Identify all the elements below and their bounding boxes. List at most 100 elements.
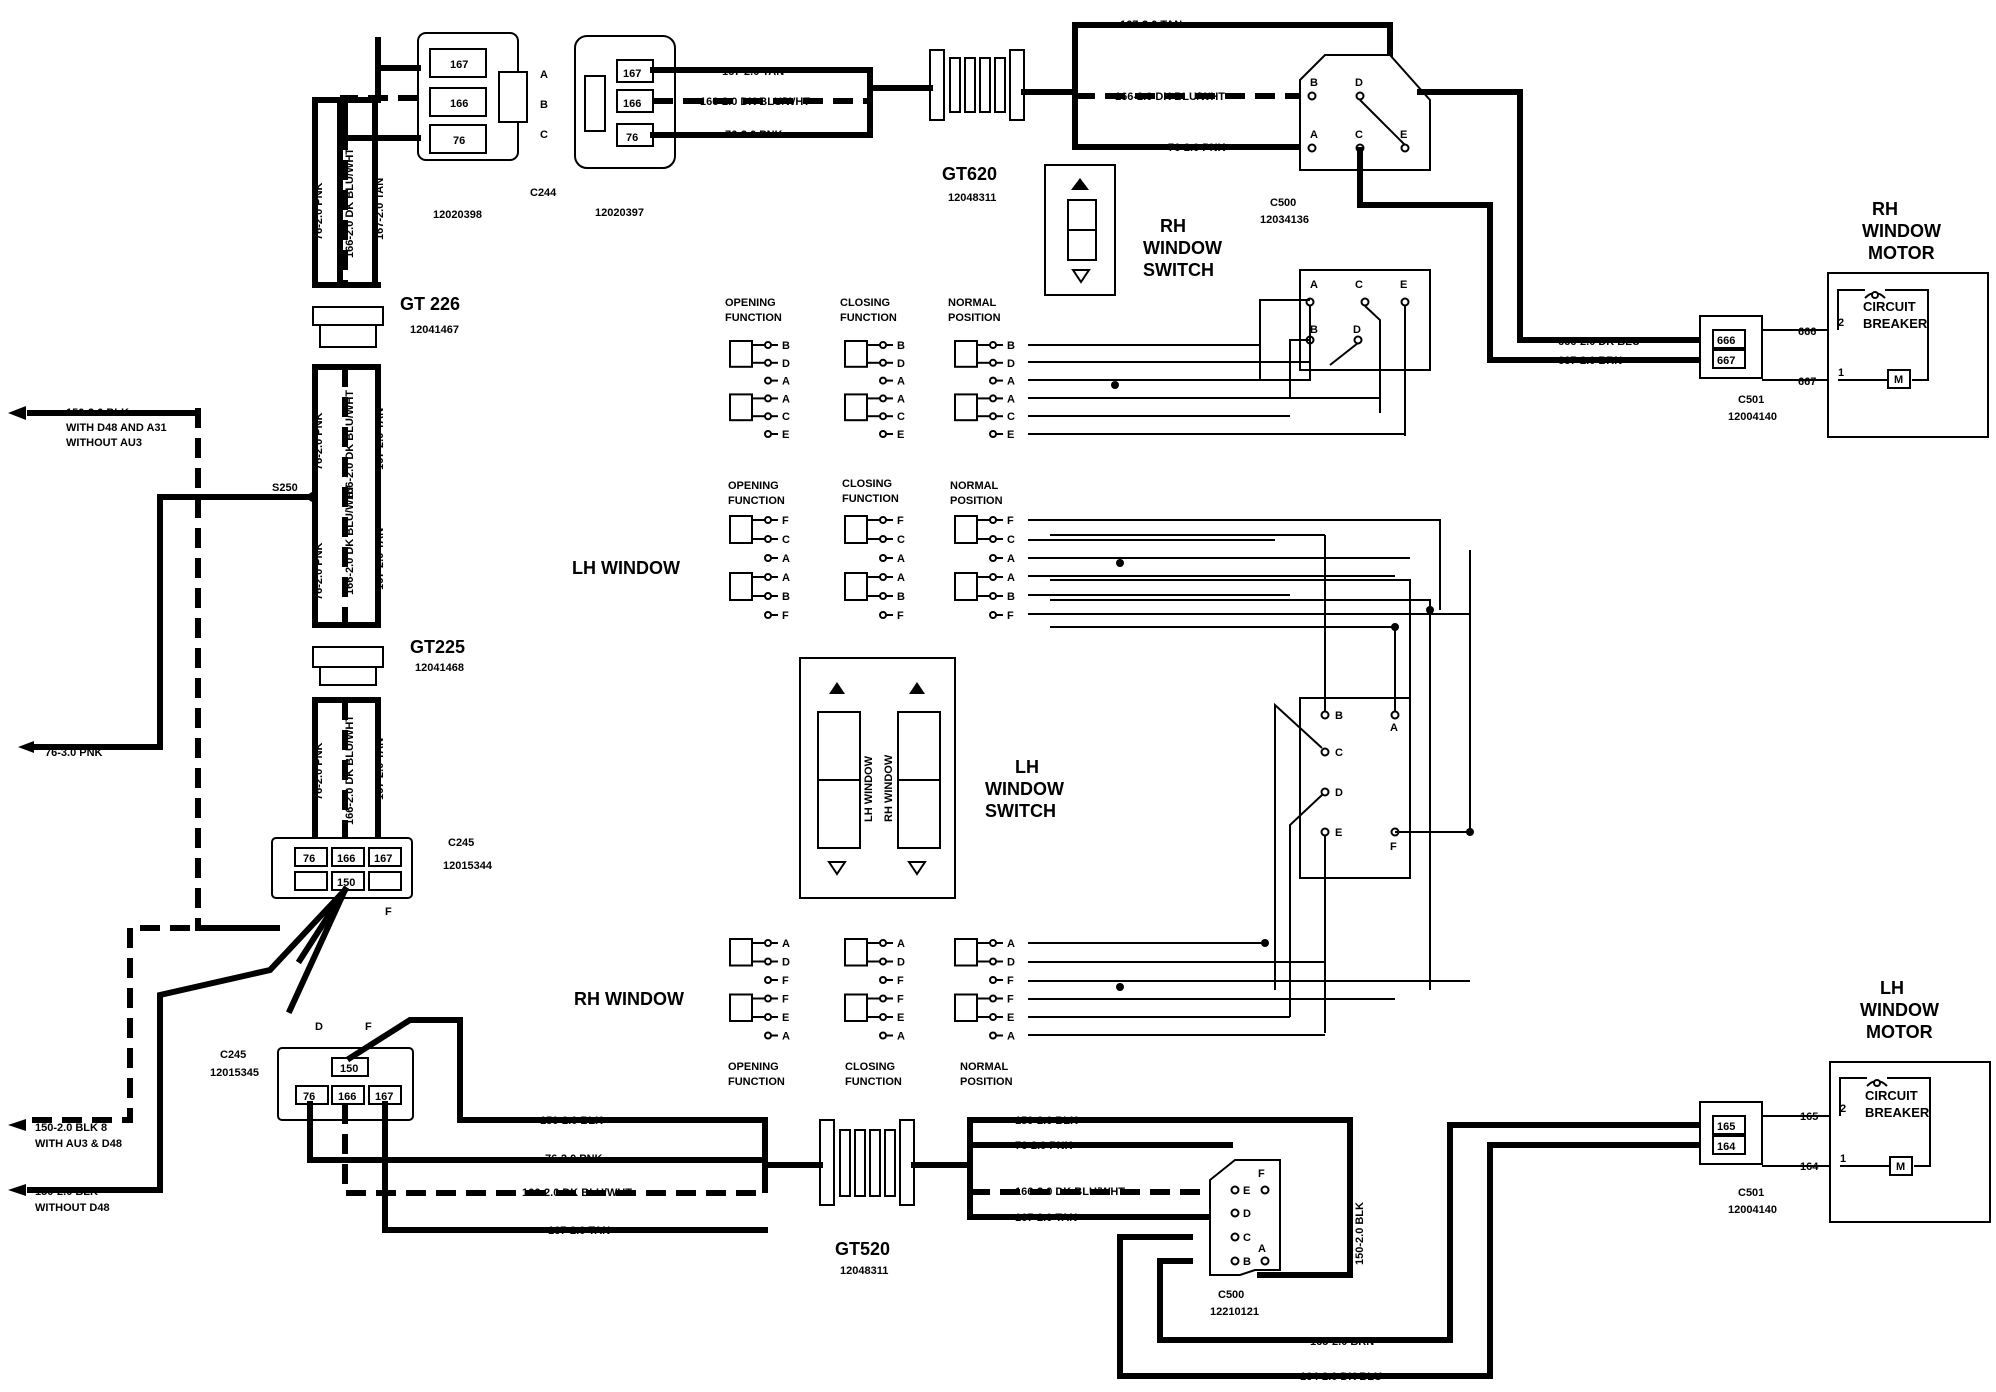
grp2-open-pin-4	[764, 592, 772, 600]
grp2-norm-pin-3	[989, 573, 997, 581]
c500-bot-part: 12210121	[1210, 1306, 1259, 1318]
grp2-close-pin-3-letter: A	[897, 572, 905, 584]
lh-sw-c: C	[1335, 747, 1343, 759]
grp2-close-pin-2	[879, 554, 887, 562]
c244-part-a: 12020398	[433, 209, 482, 221]
vert-mid-tan-2: 167-2.0 TAN	[374, 528, 386, 590]
grp2-open-pin-5	[764, 611, 772, 619]
g3-close-2: FUNCTION	[845, 1076, 902, 1088]
blk-d48-3: WITHOUT AU3	[66, 437, 142, 449]
loop-blu: 166-2.0 DK BLU/WHT	[1115, 91, 1225, 103]
c245-top-pin-167: 167	[374, 853, 392, 865]
top-wire-tan: 167-2.0 TAN	[722, 66, 784, 78]
blk-au3-2: WITH AU3 & D48	[35, 1138, 122, 1150]
grp3-norm-pin-5-letter: A	[1007, 1031, 1015, 1043]
c245-bot-pin-150: 150	[340, 1063, 358, 1075]
g2-open-1: OPENING	[728, 480, 779, 492]
wire-pnk-in: 76-3.0 PNK	[45, 747, 103, 759]
rh-switch-title-2: WINDOW	[1143, 238, 1222, 258]
arrow-down-icon-3	[907, 861, 927, 876]
lh-window-switch-icon: LH WINDOW RH WINDOW LH WINDOW SWITCH	[799, 657, 1064, 899]
bot-r-tan: 167-2.0 TAN	[1015, 1212, 1077, 1224]
g2-open-2: FUNCTION	[728, 495, 785, 507]
vert-low-blu: 166-2.0 DK BLU/WHT	[344, 715, 356, 825]
gt226-label: GT 226	[400, 294, 460, 314]
c500-top-a: A	[1310, 129, 1318, 141]
grp1-open-pin-4	[764, 412, 772, 421]
grp2-open-pin-1	[764, 535, 772, 543]
grp1-close-pin-1	[879, 358, 887, 367]
rh-motor-title-1: RH	[1872, 199, 1898, 219]
grp3-open-pin-2-letter: F	[782, 975, 789, 987]
grp2-open-pin-2-letter: A	[782, 553, 790, 565]
lh-window-label: LH WINDOW	[572, 558, 680, 578]
c500-top-label: C500	[1270, 197, 1296, 209]
g1-close-2: FUNCTION	[840, 312, 897, 324]
c245-bot-label: C245	[220, 1049, 246, 1061]
bot-wire-tan: 167-2.0 TAN	[548, 1225, 610, 1237]
c500-bot-f: F	[1258, 1168, 1265, 1180]
vert-mid-tan: 167-2.0 TAN	[374, 408, 386, 470]
c245-bot-pin-76: 76	[303, 1091, 315, 1103]
grp2-norm-pin-2-letter: A	[1007, 553, 1015, 565]
grp1-norm-pin-0-letter: B	[1007, 340, 1015, 352]
blk-d48-2: WITH D48 AND A31	[66, 422, 167, 434]
lh-sw-f: F	[1390, 841, 1397, 853]
g2-close-2: FUNCTION	[842, 493, 899, 505]
connector-gt520: GT520 12048311	[819, 1119, 915, 1277]
grp3-norm-pin-3	[989, 994, 997, 1003]
grp1-close-pin-5	[879, 430, 887, 438]
bot-r-pnk: 76-2.0 PNK	[1015, 1140, 1073, 1152]
grp3-close-pin-3	[879, 994, 887, 1003]
top-wire-pnk: 76-2.0 PNK	[725, 129, 783, 141]
connector-c245-top: 76 166 167 150 C245 12015344 F	[271, 837, 493, 918]
sw-rh-window-vert: RH WINDOW	[883, 754, 895, 822]
blk-d48-1: 150-2.0 BLK	[66, 407, 129, 419]
gt520-part: 12048311	[840, 1265, 888, 1277]
grp3-open-pin-2	[764, 976, 772, 984]
grp1-open-pin-0	[764, 341, 772, 349]
bot-wire-pnk: 76-2.0 PNK	[545, 1153, 603, 1165]
c244-part-b: 12020397	[595, 207, 644, 219]
grp2-close-pin-2-letter: A	[897, 553, 905, 565]
grp3-norm-pin-2	[989, 976, 997, 984]
grp3-norm-contact-1	[954, 993, 978, 1022]
grp1-norm-pin-2-letter: A	[1007, 376, 1015, 388]
grp3-norm-pin-5	[989, 1031, 997, 1040]
c245-bot-part: 12015345	[210, 1067, 259, 1079]
c501-top-pin-667: 667	[1717, 355, 1735, 367]
grp2-open-contact-0	[729, 515, 753, 544]
blk-nod48-2: WITHOUT D48	[35, 1202, 110, 1214]
c245-bot-d: D	[315, 1021, 323, 1033]
grp3-open-pin-5	[764, 1031, 772, 1040]
grp2-open-contact-1	[729, 572, 753, 601]
loop-tan: 167-2.0 TAN	[1120, 19, 1182, 31]
grp1-open-pin-0-letter: B	[782, 340, 790, 352]
c244b-pin-166: 166	[623, 98, 641, 110]
gt226-part: 12041467	[410, 324, 459, 336]
arrow-left-icon-4	[8, 1184, 26, 1196]
vert-low-tan: 167-2.0 TAN	[374, 738, 386, 800]
connector-c244: 167 166 76 A B C 12020398 C244 167 166 7…	[417, 32, 676, 221]
grp2-open-pin-5-letter: F	[782, 610, 789, 622]
grp1-close-pin-4-letter: C	[897, 411, 905, 423]
grp3-open-pin-4	[764, 1013, 772, 1021]
grp1-close-pin-2	[879, 376, 887, 385]
c245-top-pin-76: 76	[303, 853, 315, 865]
grp2-open-pin-0	[764, 516, 772, 524]
rh-cb-label-2: BREAKER	[1863, 316, 1928, 331]
grp3-open-contact-1	[729, 993, 753, 1022]
grp2-open-pin-2	[764, 554, 772, 562]
grp2-close-pin-5-letter: F	[897, 610, 904, 622]
g1-open-2: FUNCTION	[725, 312, 782, 324]
grp3-open-pin-4-letter: E	[782, 1012, 789, 1024]
rh-sw-c: C	[1355, 279, 1363, 291]
vert-low-pnk: 76-2.0 PNK	[313, 742, 325, 800]
rh-motor-blu: 666-2.0 DK BLU	[1558, 336, 1640, 348]
c245-top-pin-166: 166	[337, 853, 355, 865]
rh-sw-d: D	[1353, 324, 1361, 336]
loop-pnk: 76-2.0 PNK	[1168, 142, 1226, 154]
grp2-norm-pin-4	[989, 592, 997, 600]
group3-headings: OPENING FUNCTION CLOSING FUNCTION NORMAL…	[728, 1061, 1013, 1088]
grp2-close-pin-4	[879, 592, 887, 600]
